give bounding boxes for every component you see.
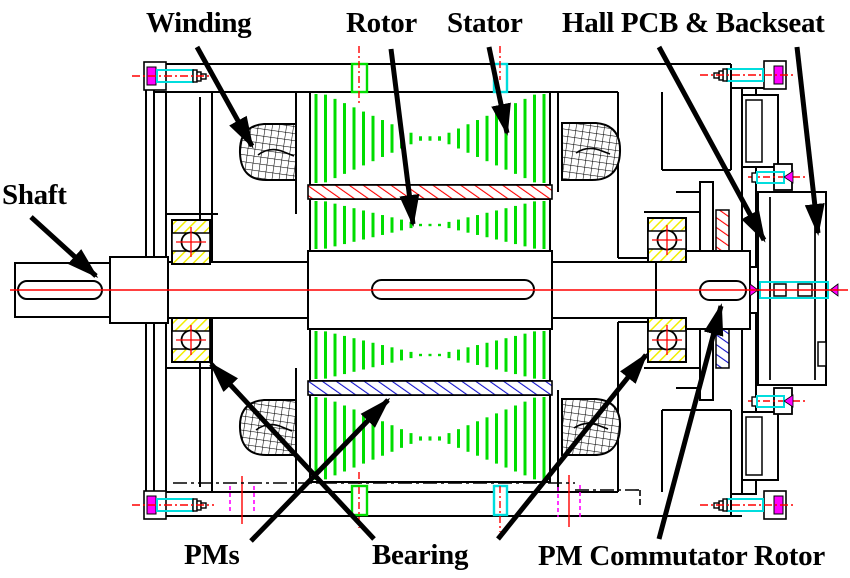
bearing-rear-top bbox=[647, 217, 687, 263]
winding-top-right bbox=[561, 122, 622, 181]
hole-green-bottom bbox=[350, 484, 369, 517]
section-chain-line bbox=[173, 482, 641, 506]
commutator-magnet-red bbox=[715, 209, 730, 257]
pm-strip-red bbox=[307, 184, 553, 200]
lamination-band-stator-top bbox=[314, 94, 546, 183]
callout-pm-commutator-rotor: PM Commutator Rotor bbox=[538, 540, 825, 572]
callout-stator: Stator bbox=[447, 7, 523, 39]
lamination-band-rotor-bottom bbox=[314, 331, 546, 379]
corner-screw-top-right bbox=[700, 60, 796, 90]
bearing-front-bottom bbox=[171, 317, 211, 363]
corner-screw-top-left bbox=[132, 61, 214, 91]
backseat-screw-top bbox=[748, 170, 806, 184]
corner-screw-bottom-right bbox=[700, 490, 796, 520]
callout-pms: PMs bbox=[184, 539, 240, 571]
lamination-band-rotor-top bbox=[314, 201, 546, 249]
bearing-rear-bottom bbox=[647, 317, 687, 363]
winding-top-left bbox=[238, 123, 297, 182]
pm-strip-blue bbox=[307, 380, 553, 396]
callout-hall-pcb-backseat: Hall PCB & Backseat bbox=[562, 7, 825, 39]
callout-bearing: Bearing bbox=[372, 539, 469, 571]
shell-screw-holes bbox=[350, 46, 509, 532]
bearings bbox=[171, 217, 687, 363]
bearing-front-top bbox=[171, 219, 211, 265]
callout-winding: Winding bbox=[146, 7, 252, 39]
commutator-magnet-blue bbox=[715, 325, 730, 369]
callout-arrows bbox=[29, 45, 825, 543]
corner-screws bbox=[132, 60, 796, 520]
lamination-lines bbox=[314, 94, 546, 480]
callout-rotor: Rotor bbox=[346, 7, 417, 39]
corner-screw-bottom-left bbox=[132, 490, 214, 520]
callout-shaft: Shaft bbox=[2, 179, 67, 211]
backseat-screw-bottom bbox=[748, 394, 806, 408]
